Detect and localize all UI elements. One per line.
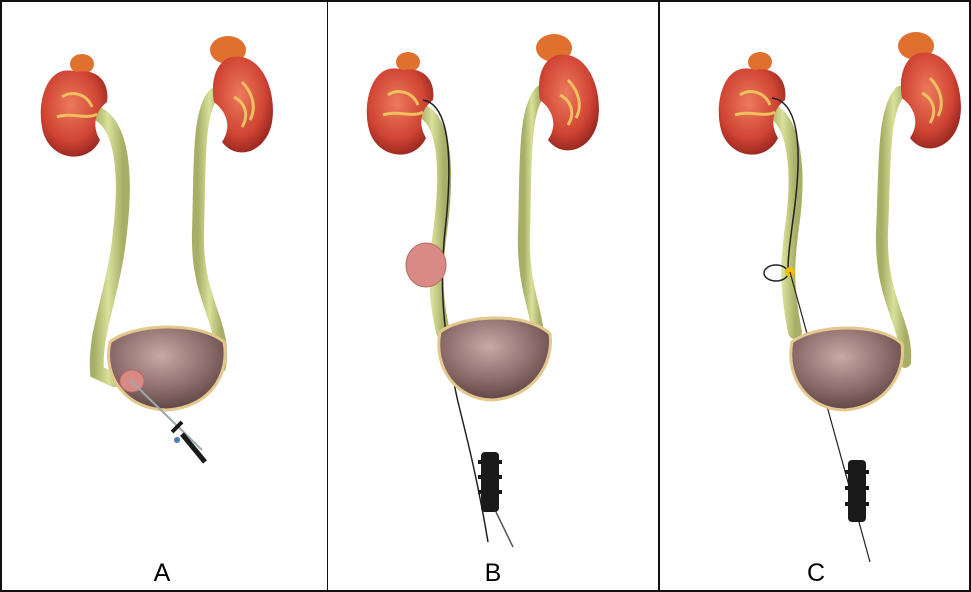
panel-c: C [659, 0, 971, 592]
panel-label-a: A [132, 559, 192, 588]
ureter-icon [198, 94, 221, 367]
kidney-icon [367, 52, 434, 155]
kidney-icon [536, 34, 599, 150]
panel-b: B [327, 0, 660, 592]
kidney-icon [41, 54, 108, 157]
kidney-icon [898, 32, 961, 148]
kidney-icon [719, 52, 786, 155]
bladder-icon [791, 328, 903, 410]
panel-label-b: B [463, 559, 523, 588]
syringe-icon [845, 460, 869, 522]
panel-c-illustration [660, 2, 970, 592]
panel-label-c: C [786, 559, 846, 588]
bladder-icon [109, 327, 226, 410]
panel-a: A [0, 0, 328, 592]
cyst-icon [406, 243, 446, 287]
ureter-icon [882, 92, 905, 362]
ureter-icon [420, 110, 444, 332]
panel-a-illustration [2, 2, 328, 592]
kidney-icon [210, 36, 273, 152]
ureter-icon [524, 92, 540, 347]
panel-b-illustration [328, 2, 658, 592]
syringe-icon [478, 452, 513, 547]
